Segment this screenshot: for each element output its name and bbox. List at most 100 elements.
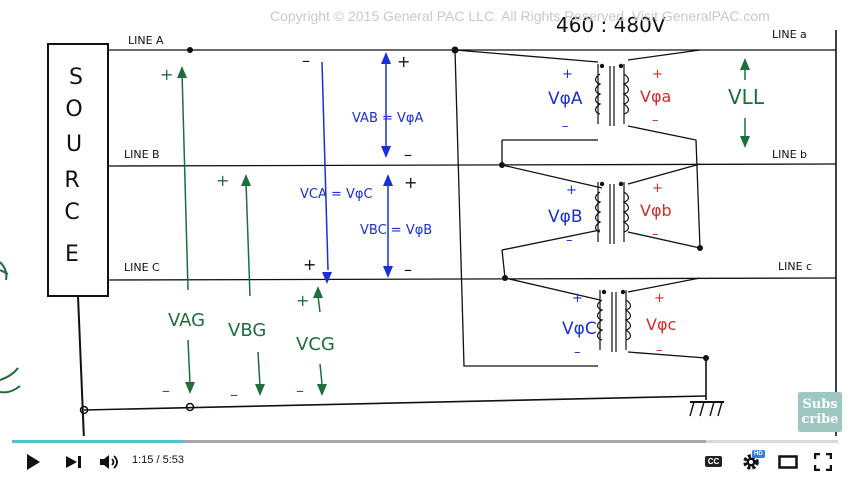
line-b-wire	[107, 163, 837, 167]
theater-mode-button[interactable]	[776, 451, 800, 473]
arrow-head	[255, 384, 265, 396]
transformer-1	[594, 63, 630, 126]
arrow-head	[177, 66, 187, 78]
vab-label: VAB = VφA	[352, 111, 423, 126]
node-secondary	[697, 245, 703, 251]
plus-sign: +	[397, 52, 410, 71]
progress-played	[12, 440, 186, 443]
minus-sign: –	[562, 119, 569, 134]
plus-sign: +	[296, 291, 309, 310]
source-letter: O	[65, 97, 82, 122]
minus-sign: –	[574, 345, 581, 360]
minus-sign: –	[652, 113, 659, 128]
fullscreen-button[interactable]	[812, 451, 834, 473]
vphiB-label: VφB	[548, 207, 583, 227]
arrow-head	[740, 58, 750, 70]
arrow-vag-lower	[187, 339, 191, 385]
volume-icon	[100, 455, 118, 469]
source-letter: U	[66, 132, 82, 157]
vphic-label: Vφc	[646, 315, 676, 334]
arrow-head	[313, 286, 323, 298]
source-letter: E	[65, 242, 79, 267]
vcg-label: VCG	[296, 334, 335, 355]
plus-sign: +	[572, 291, 583, 306]
plus-sign: +	[566, 183, 577, 198]
ground-symbol	[689, 401, 723, 417]
line-a-right-label: LINE a	[772, 28, 807, 41]
arrow-head	[383, 174, 393, 278]
arrow-vca	[321, 61, 329, 271]
transformer-3	[596, 289, 632, 352]
arrow-vcg-lower	[319, 363, 323, 385]
captions-button[interactable]: CC	[705, 456, 722, 467]
node-a	[187, 47, 193, 53]
neutral-wire	[83, 395, 707, 411]
minus-sign: –	[566, 233, 573, 248]
minus-sign: –	[302, 51, 310, 70]
vphib-label: Vφb	[640, 201, 672, 220]
fullscreen-icon	[814, 453, 832, 471]
hd-badge: HD	[752, 450, 765, 458]
plus-sign: +	[303, 255, 316, 274]
arrow-vcg	[317, 295, 321, 313]
minus-sign: –	[296, 381, 304, 400]
plus-sign: +	[654, 291, 665, 306]
plus-sign: +	[652, 181, 663, 196]
theater-mode-icon	[778, 455, 798, 469]
plus-sign: +	[652, 67, 663, 82]
transformer-2	[594, 181, 630, 244]
vag-label: VAG	[168, 310, 205, 331]
subscribe-button[interactable]: Subs cribe	[798, 392, 842, 432]
arrow-head	[381, 52, 391, 158]
node-secondary	[703, 355, 709, 361]
arrow-vbg	[245, 181, 251, 297]
arrow-head	[740, 136, 750, 148]
player-controls: 1:15 / 5:53 CC HD	[0, 436, 850, 480]
node-primary-b	[499, 162, 505, 168]
play-button[interactable]	[22, 451, 44, 473]
source-letter: R	[64, 168, 79, 193]
volume-button[interactable]	[98, 451, 122, 473]
source-letter: C	[64, 200, 79, 225]
plus-sign: +	[216, 171, 229, 190]
arrow-head	[317, 384, 327, 396]
minus-sign: –	[404, 260, 412, 279]
line-c-right-label: LINE c	[778, 260, 812, 273]
minus-sign: –	[230, 385, 238, 404]
primary-bus	[454, 49, 603, 367]
secondary-wiring	[627, 49, 707, 359]
next-icon	[66, 456, 81, 468]
minus-sign: –	[404, 145, 412, 164]
arrow-vbg-lower	[257, 351, 261, 387]
minus-sign: –	[656, 343, 663, 358]
copyright-watermark: Copyright © 2015 General PAC LLC. All Ri…	[270, 8, 770, 24]
progress-buffered	[12, 440, 706, 443]
time-display: 1:15 / 5:53	[132, 454, 184, 466]
vbc-label: VBC = VφB	[360, 223, 432, 238]
next-button[interactable]	[63, 451, 85, 473]
node-primary-a	[451, 46, 459, 54]
node-primary-c	[502, 275, 508, 281]
vphiC-label: VφC	[562, 319, 597, 339]
line-b-label: LINE B	[124, 148, 160, 161]
progress-bar[interactable]	[12, 440, 838, 443]
node-neutral	[79, 405, 89, 415]
gear-icon	[743, 454, 759, 470]
line-a-label: LINE A	[128, 34, 164, 47]
line-c-wire	[107, 277, 837, 281]
plus-sign: +	[562, 67, 573, 82]
node-neutral	[185, 402, 195, 412]
minus-sign: –	[162, 381, 170, 400]
arrow-vag	[181, 71, 189, 291]
line-c-label: LINE C	[124, 261, 160, 274]
arrow-head	[322, 272, 332, 284]
plus-sign: +	[404, 173, 417, 192]
video-frame[interactable]: S O U R C E LINE A LINE B LINE C LINE a …	[0, 0, 850, 440]
minus-sign: –	[652, 227, 659, 242]
line-b-right-label: LINE b	[772, 148, 807, 161]
edge-scribble	[0, 261, 21, 394]
settings-button[interactable]	[740, 451, 762, 473]
vll-label: VLL	[728, 85, 765, 109]
play-icon	[27, 454, 40, 470]
